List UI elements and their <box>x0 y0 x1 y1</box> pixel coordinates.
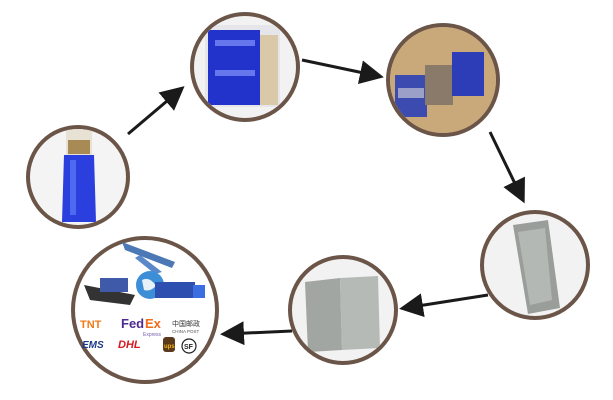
step-stacked-bales <box>288 255 398 365</box>
step-wrapped-bale <box>480 210 590 320</box>
fedex-ex: Ex <box>145 316 162 331</box>
fedex-fed: Fed <box>121 316 144 331</box>
arrow-4 <box>399 293 489 318</box>
arrow-5 <box>220 321 293 346</box>
ups-logo-shield <box>163 337 175 352</box>
fedex-sub: Express <box>143 332 162 338</box>
ups-logo: ups <box>164 344 175 350</box>
ems-logo: EMS <box>82 340 104 351</box>
china-post-en: CHINA POST <box>172 329 200 334</box>
sf-logo-ring <box>181 338 197 354</box>
ship-icon <box>84 285 135 305</box>
truck-icon <box>155 282 195 298</box>
arrows <box>127 58 525 346</box>
arrow-3 <box>488 131 525 204</box>
sf-logo: SF <box>184 344 194 351</box>
step-filled-bag <box>26 125 130 229</box>
step-sealed-pack <box>190 12 300 122</box>
arrow-2 <box>301 58 384 85</box>
carrier-logos: TNT Fed Ex Express 中国邮政 CHINA POST EMS D… <box>80 316 200 354</box>
tnt-logo: TNT <box>80 319 102 331</box>
step-boxed-packs <box>386 23 500 137</box>
arrow-1 <box>127 86 185 136</box>
airplane-icon <box>122 242 175 274</box>
china-post-cn: 中国邮政 <box>172 319 200 328</box>
dhl-logo: DHL <box>118 339 141 351</box>
step-logistics <box>71 236 219 384</box>
